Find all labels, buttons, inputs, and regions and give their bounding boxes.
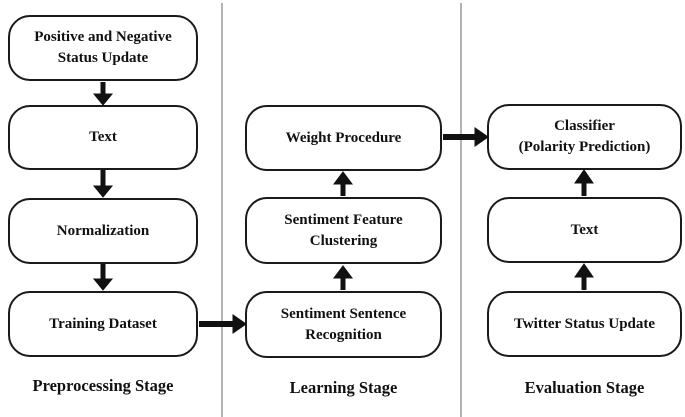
arrow-feature-clustering-to-weight-procedure: [333, 171, 353, 196]
stage-label-preprocessing: Preprocessing Stage: [32, 376, 174, 395]
stage-divider-left: [221, 3, 223, 417]
node-training-dataset: Training Dataset: [8, 291, 198, 357]
node-positive-negative-status-update: Positive and Negative Status Update: [8, 15, 198, 81]
node-sentiment-sentence-recognition: Sentiment Sentence Recognition: [245, 291, 442, 358]
node-weight-procedure: Weight Procedure: [245, 105, 442, 171]
node-classifier-polarity-prediction: Classifier (Polarity Prediction): [487, 104, 682, 170]
arrow-status-update-to-text: [92, 82, 114, 106]
arrow-twitter-status-to-text: [574, 263, 594, 290]
arrow-sentence-recognition-to-feature-clustering: [333, 265, 353, 290]
node-text-preprocessing: Text: [8, 105, 198, 170]
node-twitter-status-update: Twitter Status Update: [487, 291, 682, 357]
node-text-evaluation: Text: [487, 197, 682, 263]
arrow-text-to-classifier: [574, 169, 594, 196]
stage-label-evaluation: Evaluation Stage: [524, 378, 645, 397]
arrow-weight-procedure-to-classifier: [443, 127, 489, 147]
node-normalization: Normalization: [8, 198, 198, 264]
stage-divider-right: [460, 3, 462, 417]
arrow-normalization-to-training-dataset: [92, 264, 114, 291]
stage-label-learning: Learning Stage: [289, 378, 398, 397]
node-sentiment-feature-clustering: Sentiment Feature Clustering: [245, 197, 442, 264]
arrow-text-to-normalization: [92, 170, 114, 198]
